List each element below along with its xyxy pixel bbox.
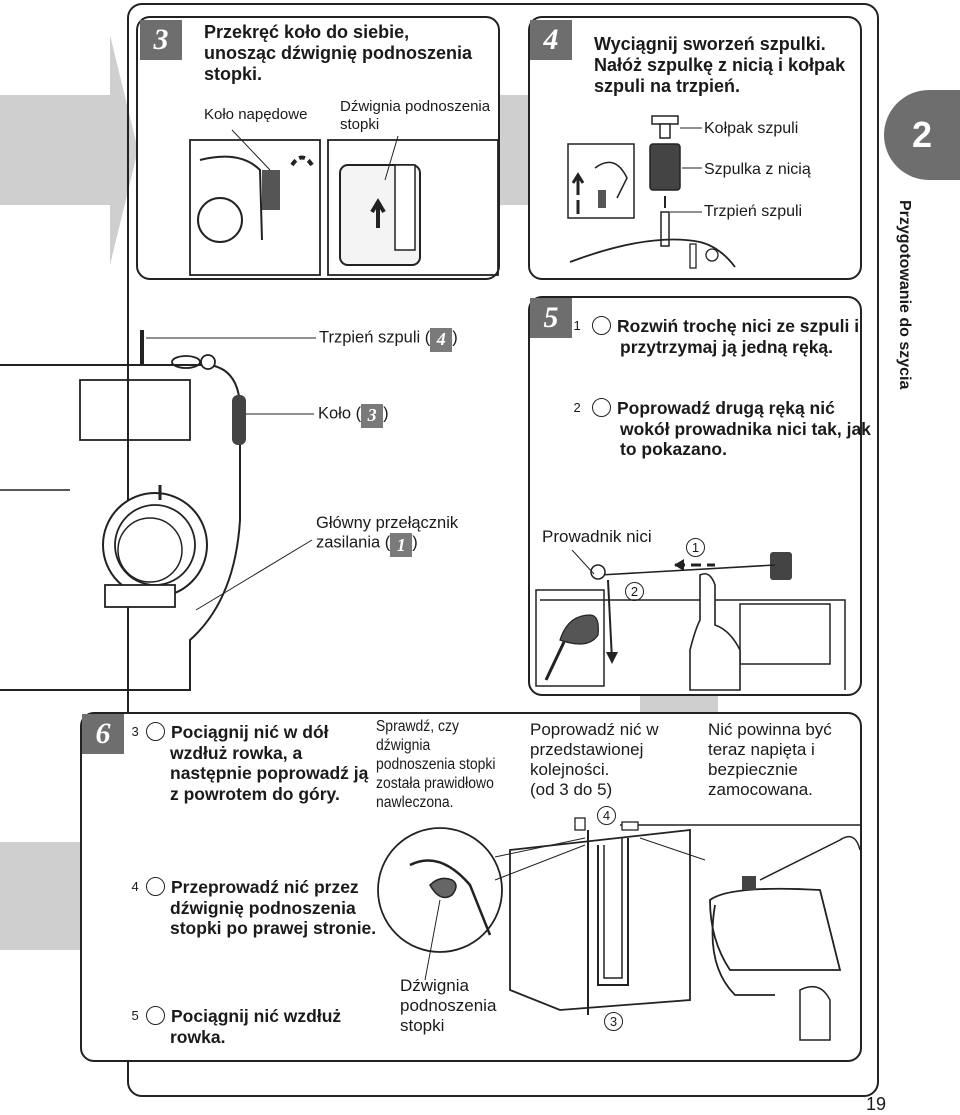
step6-item3: 3Pociągnij nić w dół wzdłuż rowka, a nas… [132,722,380,805]
step4-panel [528,16,862,280]
step4-label-spool: Szpulka z nicią [704,161,811,178]
step4-label-cap: Kołpak szpuli [704,120,799,137]
step3-panel [136,16,500,280]
step4-number: 4 [530,20,572,60]
step3-title: Przekręć koło do siebie, unosząc dźwigni… [204,22,473,85]
step6-guide-note: Poprowadź nić w przedstawionej kolejnośc… [530,720,659,800]
step4-title: Wyciągnij sworzeń szpulki. Nałóż szpulkę… [594,34,846,97]
step5-callout-1: 1 [686,538,711,560]
overview-label-pin: Trzpień szpuli (4) [319,328,458,352]
step6-number: 6 [82,714,124,754]
page-number: 19 [866,1094,887,1114]
ref-step-4: 4 [430,328,453,352]
ref-step-3: 3 [361,404,384,428]
step6-item4: 4Przeprowadź nić przez dźwignię podnosze… [132,877,380,939]
step6-check-note: Sprawdź, czy dźwignia podnoszenia stopki… [376,718,496,811]
gray-arrow-top [0,35,138,265]
gray-arrow-bottom [0,842,80,950]
step4-label-pin: Trzpień szpuli [704,203,803,220]
step6-tension-note: Nić powinna być teraz napięta i bezpiecz… [708,720,832,800]
step5-item2: 2Poprowadź drugą ręką nić wokół prowadni… [574,398,878,460]
ref-step-1: 1 [390,533,413,558]
step3-label-lever: Dźwignia podnoszenia stopki [340,98,491,133]
chapter-tab: 2 [884,90,960,180]
circled-4-icon: 4 [597,806,616,825]
step6-callout-3: 3 [604,1012,629,1034]
gray-band-top [498,95,528,205]
step6-callout-4: 4 [597,806,622,828]
step5-item1: 1Rozwiń trochę nici ze szpuli i przytrzy… [574,316,878,357]
overview-label-wheel: Koło (3) [318,404,389,428]
circled-1-icon: 1 [686,538,705,557]
step5-number: 5 [530,298,572,338]
step3-number: 3 [140,20,182,60]
step5-label-guide: Prowadnik nici [542,527,652,546]
circled-3-icon: 3 [604,1012,623,1031]
step3-label-wheel: Koło napędowe [204,106,308,123]
step6-label-lever: Dźwignia podnoszenia stopki [400,976,497,1036]
chapter-title-vertical: Przygotowanie do szycia [896,200,913,390]
